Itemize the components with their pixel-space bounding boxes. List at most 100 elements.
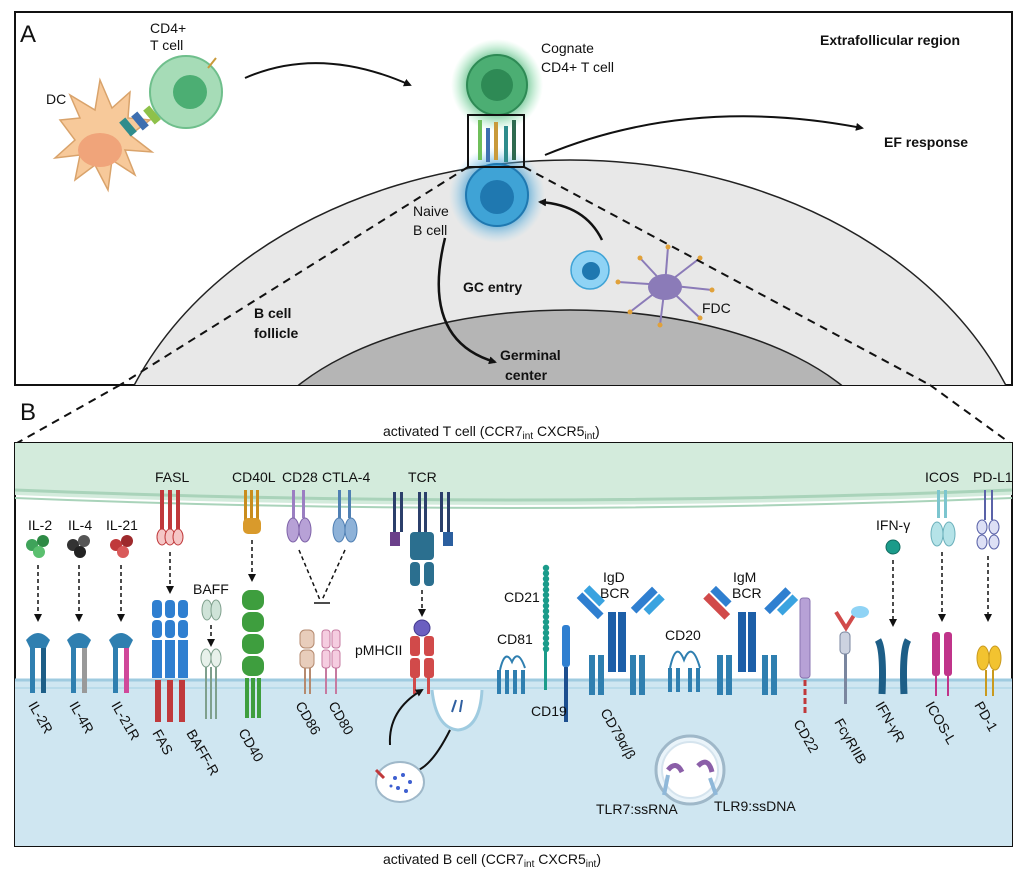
cd28 [286,490,312,543]
igd-bcr-label-2: BCR [600,585,630,601]
cd19-label: CD19 [531,703,567,719]
fas [152,600,188,722]
ifng-label: IFN-γ [876,517,910,533]
t-cell-membrane [15,443,1012,505]
panel-a: A DC CD4+ T cell Cognate CD4+ T cell Nai [14,11,1013,386]
fcgr2b [834,606,869,704]
tlr9-label: TLR9:ssDNA [714,798,796,814]
tcr [390,492,453,586]
pd-l1 [976,490,1000,550]
igm-bcr [703,585,799,695]
gc-label-1: Germinal [500,347,561,363]
cd4-t-cell-label-2: T cell [150,37,183,53]
cd21-domain [542,608,550,615]
cd80 [321,629,341,694]
cognate-label-2: CD4+ T cell [541,59,614,75]
baff-label: BAFF [193,581,229,597]
naive-b-cell-nucleus [480,180,514,214]
synapse-receptors [478,120,516,162]
recycling-arrow [388,688,424,746]
fasl [156,490,184,546]
b-cell-caption: activated B cell (CCR7int CXCR5int) [383,851,601,870]
endosome [374,761,425,803]
icos-label: ICOS [925,469,959,485]
fdc-b-cell-nucleus [582,262,600,280]
cd81 [497,655,526,694]
il21 [110,535,133,558]
follicle-label-1: B cell [254,305,291,321]
ctla4 [332,490,358,543]
cognate-t-cell-nucleus [481,69,513,101]
fdc-label: FDC [702,300,731,316]
tlr-vesicle [654,734,726,806]
il2-label: IL-2 [28,517,52,533]
panel-a-letter: A [20,21,36,48]
cd21-domain [542,602,550,609]
ef-arrow [544,115,864,156]
cd21-domain [542,570,550,577]
igm-bcr-label-1: IgM [733,569,756,585]
icos-l [932,632,952,696]
cd21-domain [542,618,550,626]
cd21-domain [542,613,550,620]
zoom-line-right [523,166,931,386]
cd21-domain [542,597,550,604]
cd21-domain [542,586,550,593]
cd21-domain [542,575,550,582]
il21-label: IL-21 [106,517,138,533]
cd40 [242,590,264,718]
panel-b-letter: B [20,399,36,426]
cd28-label: CD28 [282,469,318,485]
dc-label: DC [46,91,66,107]
icos [930,490,956,547]
gc-entry-label: GC entry [463,279,522,295]
igd-bcr [576,585,665,695]
gc-label-2: center [505,367,548,383]
cd21-label: CD21 [504,589,540,605]
il4-label: IL-4 [68,517,92,533]
il4r [67,633,91,693]
cd40l [243,490,261,534]
tcr-label: TCR [408,469,437,485]
cd20 [668,650,701,692]
cd40l-label: CD40L [232,469,276,485]
il21r [109,633,133,693]
pd-1 [976,645,1002,696]
ifngr [874,638,912,695]
endocytic-pit [430,689,484,732]
cd81-label: CD81 [497,631,533,647]
naive-b-label-1: Naive [413,203,449,219]
naive-b-label-2: B cell [413,222,447,238]
tlr7 [662,763,685,796]
cd4-t-cell-label-1: CD4+ [150,20,186,36]
t-cell-caption: activated T cell (CCR7int CXCR5int) [383,423,600,442]
il2r [26,633,50,693]
zoom-line-right-b [929,384,1011,444]
cd21-domain [542,564,550,572]
ef-response-label: EF response [884,134,968,150]
migration-arrow [244,62,412,87]
cd21 [542,564,550,653]
cd20-label: CD20 [665,627,701,643]
follicle-label-2: follicle [254,325,299,341]
cognate-label-1: Cognate [541,40,594,56]
cd21-domain [542,635,550,642]
b-cell-follicle-region [133,159,1007,385]
igd-bcr-label-1: IgD [603,569,625,585]
cd21-domain [542,591,550,599]
cd21-domain [542,624,550,631]
ifng [885,539,901,555]
cd22 [799,597,811,715]
cd4-t-cell [119,55,223,137]
germinal-center-region [297,309,843,385]
cd19 [562,625,570,722]
gc-entry-arrow [437,237,497,365]
follicular-dendritic-cell [615,244,715,328]
il2 [26,535,49,558]
fasl-label: FASL [155,469,189,485]
il4 [67,535,90,558]
zoom-line-left [119,166,469,386]
baff [201,599,222,621]
cd21-domain [542,640,550,647]
